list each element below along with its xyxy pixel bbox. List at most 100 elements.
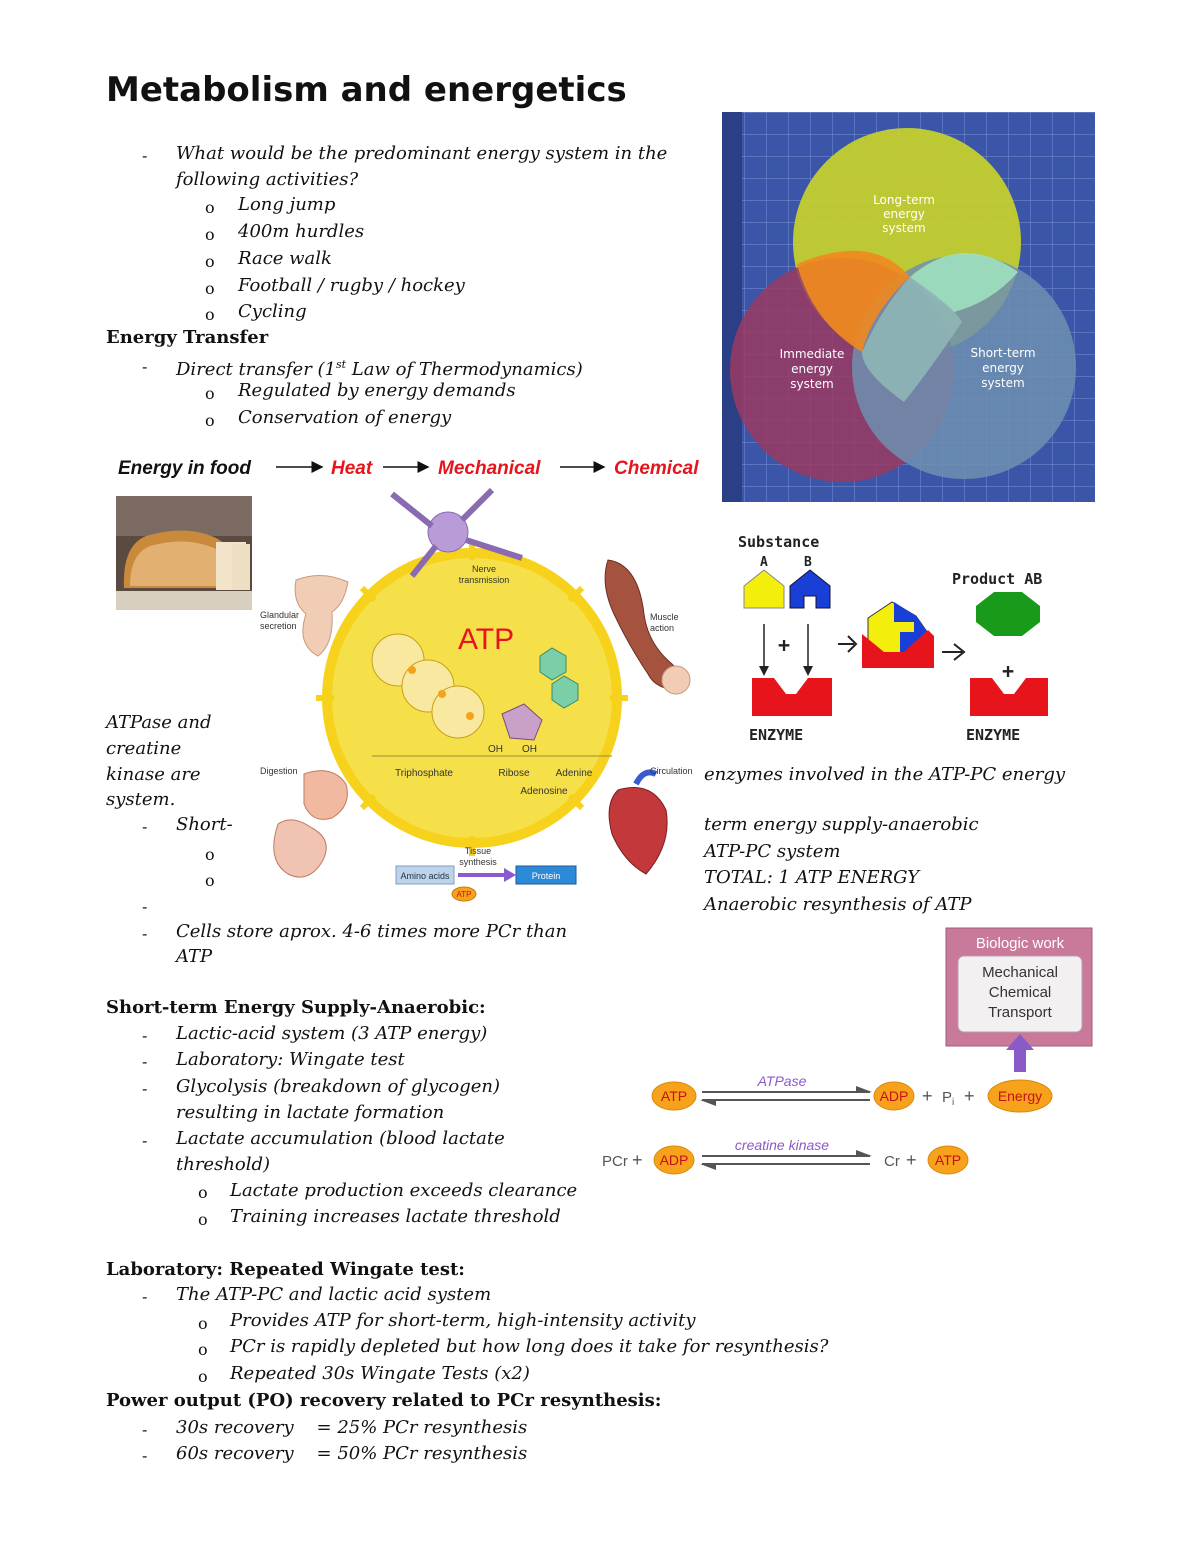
- svg-text:+: +: [906, 1150, 917, 1170]
- enzyme-shape-1: [752, 678, 832, 716]
- venn-short-label-3: system: [981, 376, 1024, 390]
- bullet-dash: -: [142, 357, 148, 376]
- bullet-dash: -: [142, 1287, 148, 1306]
- bullet-dash: -: [142, 1420, 148, 1439]
- glandular-label-1: Glandular: [260, 610, 299, 620]
- short-term-item: Laboratory: Wingate test: [176, 1049, 405, 1070]
- ribose-ring: [501, 703, 543, 741]
- short-term-sub: Training increases lactate threshold: [230, 1206, 561, 1227]
- complex-enzyme: [862, 630, 934, 668]
- bullet-o: o: [198, 1340, 208, 1359]
- energy-label: Energy: [998, 1088, 1042, 1104]
- adenine-label: Adenine: [556, 768, 593, 779]
- bullet-o: o: [205, 252, 215, 271]
- enzyme-label-2: ENZYME: [966, 726, 1020, 744]
- arrow-right: [838, 635, 858, 653]
- muscle-label-2: action: [650, 623, 674, 633]
- flow-heat: Heat: [331, 458, 373, 479]
- biologic-work-label: Biologic work: [976, 935, 1065, 952]
- power-item: 60s recovery = 50% PCr resynthesis: [176, 1443, 528, 1464]
- lab-sub: Provides ATP for short-term, high-intens…: [230, 1310, 696, 1331]
- triphosphate-label: Triphosphate: [395, 768, 453, 779]
- lab-sub: Repeated 30s Wingate Tests (x2): [230, 1363, 530, 1384]
- pcr-label: PCr: [602, 1153, 628, 1170]
- short-term-item-cont: threshold): [176, 1154, 271, 1175]
- digestion-label: Digestion: [260, 766, 298, 776]
- flow-mechanical: Mechanical: [438, 458, 541, 479]
- protein-label: Protein: [532, 871, 561, 881]
- page-title: Metabolism and energetics: [106, 70, 627, 110]
- bullet-o: o: [198, 1314, 208, 1333]
- venn-long-label-2: energy: [883, 207, 925, 221]
- product-label: Product AB: [952, 570, 1042, 588]
- energy-flow-diagram: Energy in food Heat Mechanical Chemical: [118, 458, 699, 479]
- muscle-label-1: Muscle: [650, 612, 679, 622]
- short-term-heading: Short-term Energy Supply-Anaerobic:: [106, 997, 486, 1018]
- short-term-sub: Lactate production exceeds clearance: [230, 1180, 578, 1201]
- adp-label: ADP: [880, 1088, 909, 1104]
- work-chemical: Chemical: [989, 984, 1052, 1001]
- bullet-dash: -: [142, 1131, 148, 1150]
- bullet-o: o: [205, 384, 215, 403]
- venn-long-label-1: Long-term: [873, 193, 935, 207]
- flow-energy-in-food: Energy in food: [118, 458, 251, 479]
- atp-label: ATP: [661, 1088, 687, 1104]
- activity-item: Cycling: [238, 301, 307, 322]
- bullet-o: o: [198, 1183, 208, 1202]
- heart-icon: [608, 769, 668, 875]
- bullet-o: o: [205, 305, 215, 324]
- substance-a-label: A: [760, 555, 768, 570]
- svg-text:+: +: [922, 1086, 933, 1106]
- tissue-label-2: synthesis: [459, 857, 497, 867]
- energy-sub: Conservation of energy: [238, 407, 452, 428]
- adenosine-label: Adenosine: [520, 786, 568, 797]
- lab-item: The ATP-PC and lactic acid system: [176, 1284, 492, 1305]
- lab-heading: Laboratory: Repeated Wingate test:: [106, 1259, 465, 1280]
- enzyme-substrate-diagram: Substance A B Product AB ENZYME ENZYME +…: [738, 533, 1048, 744]
- intro-question: What would be the predominant energy sys…: [176, 143, 668, 164]
- bullet-o: o: [205, 411, 215, 430]
- product-ab-shape: [976, 592, 1040, 636]
- pi-label: Pi: [942, 1089, 954, 1108]
- bullet-o: o: [198, 1210, 208, 1229]
- short-term-item-cont: resulting in lactate formation: [176, 1102, 445, 1123]
- bullet-dash: -: [142, 924, 148, 943]
- ribose-label: Ribose: [498, 768, 530, 779]
- atpase-label: ATPase: [757, 1073, 807, 1089]
- bullet-o: o: [205, 871, 215, 890]
- glandular-label-2: secretion: [260, 621, 297, 631]
- digestion-icon: [273, 770, 348, 878]
- power-heading: Power output (PO) recovery related to PC…: [106, 1390, 662, 1411]
- substance-label: Substance: [738, 533, 819, 551]
- enzyme-label-1: ENZYME: [749, 726, 803, 744]
- svg-text:+: +: [964, 1086, 975, 1106]
- circulation-label: Circulation: [650, 766, 693, 776]
- venn-long-label-3: system: [882, 221, 925, 235]
- adp-badge: [873, 1081, 915, 1111]
- substance-a-shape: [743, 569, 785, 609]
- work-transport: Transport: [988, 1004, 1052, 1021]
- venn-short-label-2: energy: [982, 361, 1024, 375]
- nerve-label-2: transmission: [459, 575, 510, 585]
- venn-immediate-label-3: system: [790, 377, 833, 391]
- amino-acids-box: [395, 865, 455, 885]
- plus-sign: +: [778, 633, 790, 657]
- atpase-text: ATPase and: [106, 712, 212, 733]
- cr-label: Cr: [884, 1153, 900, 1170]
- protein-box: [515, 865, 577, 885]
- direct-transfer: Direct transfer (1st Law of Thermodynami…: [176, 358, 583, 380]
- energy-up-arrow: [1006, 1034, 1034, 1050]
- adp-label-2: ADP: [660, 1152, 689, 1168]
- bullet-dash: -: [142, 1446, 148, 1465]
- bullet-o: o: [205, 845, 215, 864]
- venn-immediate-label-2: energy: [791, 362, 833, 376]
- oh-label: OH: [522, 744, 537, 755]
- activity-item: Race walk: [238, 248, 332, 269]
- bullet-dash: -: [142, 1026, 148, 1045]
- substance-b-shape: [789, 569, 831, 609]
- flow-chemical: Chemical: [614, 458, 699, 479]
- activity-item: 400m hurdles: [238, 221, 365, 242]
- gland-icon: [294, 575, 349, 657]
- bread-image: [116, 496, 252, 610]
- activity-item: Football / rugby / hockey: [238, 275, 465, 296]
